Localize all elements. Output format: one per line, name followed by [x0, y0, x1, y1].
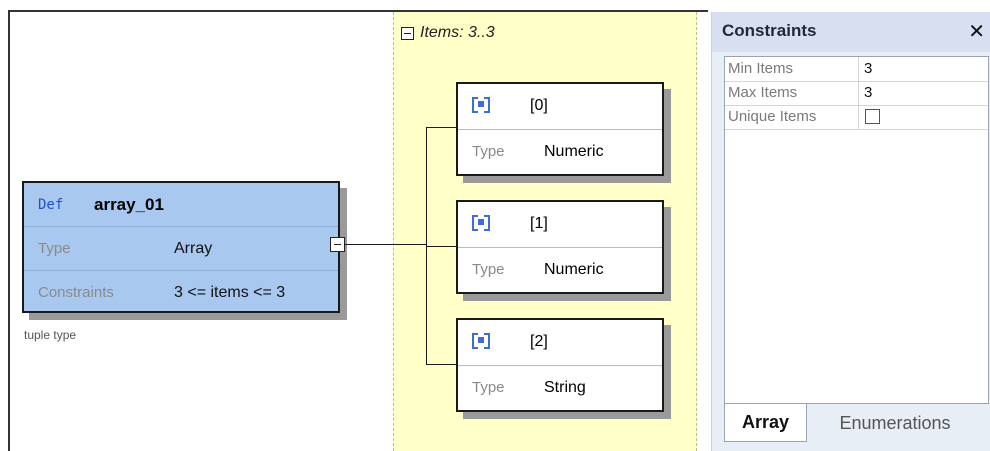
- definition-name: array_01: [94, 194, 164, 214]
- panel-title: Constraints: [722, 21, 817, 40]
- item-box[interactable]: [0] Type Numeric: [456, 82, 664, 176]
- unique-items-checkbox[interactable]: [865, 109, 880, 124]
- definition-constraints-label: Constraints: [38, 284, 114, 301]
- item-type-label: Type: [472, 261, 505, 278]
- definition-type-row: Type Array: [24, 226, 338, 270]
- property-name: Max Items: [728, 84, 798, 101]
- item-type-value: Numeric: [544, 261, 604, 278]
- items-group-header: Items: 3..3: [401, 24, 495, 42]
- collapse-icon[interactable]: [330, 237, 345, 252]
- connector-line: [426, 246, 456, 247]
- definition-type-value: Array: [174, 239, 213, 257]
- item-type-value: Numeric: [544, 143, 604, 160]
- column-divider: [858, 105, 859, 129]
- item-type-label: Type: [472, 379, 505, 396]
- max-items-field[interactable]: 3: [864, 84, 873, 101]
- definition-type-label: Type: [38, 240, 71, 257]
- diagram-canvas: Items: 3..3 Def array_01 Type Array Cons…: [8, 10, 708, 451]
- item-header: [2]: [458, 320, 662, 366]
- item-type-label: Type: [472, 143, 505, 160]
- panel-header: Constraints ✕: [712, 12, 990, 52]
- canvas-border-top: [8, 10, 708, 12]
- column-divider: [858, 57, 859, 81]
- item-type-row: Type String: [458, 366, 662, 410]
- items-group-label: Items: 3..3: [420, 24, 495, 41]
- min-items-field[interactable]: 3: [864, 60, 873, 77]
- tab-array[interactable]: Array: [724, 404, 807, 442]
- item-index: [2]: [530, 333, 548, 350]
- definition-box[interactable]: Def array_01 Type Array Constraints 3 <=…: [22, 181, 340, 313]
- array-item-icon: [472, 97, 490, 113]
- item-index: [1]: [530, 215, 548, 232]
- property-name: Min Items: [728, 60, 794, 77]
- item-type-row: Type Numeric: [458, 130, 662, 174]
- item-header: [0]: [458, 84, 662, 130]
- item-type-value: String: [544, 379, 586, 396]
- property-row: Max Items 3: [725, 81, 988, 106]
- canvas-border-left: [8, 10, 10, 451]
- panel-tabs: Array Enumerations: [724, 404, 990, 451]
- definition-constraints-row: Constraints 3 <= items <= 3: [24, 270, 338, 314]
- collapse-icon[interactable]: [401, 26, 414, 40]
- definition-constraints-value: 3 <= items <= 3: [174, 283, 286, 301]
- connector-line: [426, 127, 456, 128]
- properties-grid: Min Items 3 Max Items 3 Unique Items: [724, 56, 989, 404]
- definition-header: Def array_01: [24, 183, 338, 226]
- constraints-panel: Constraints ✕ Min Items 3 Max Items 3 Un…: [711, 12, 990, 451]
- tab-enumerations[interactable]: Enumerations: [839, 412, 951, 433]
- connector-line: [426, 364, 456, 365]
- property-row: Min Items 3: [725, 57, 988, 82]
- item-header: [1]: [458, 202, 662, 248]
- property-name: Unique Items: [728, 108, 817, 125]
- column-divider: [858, 81, 859, 105]
- item-index: [0]: [530, 97, 548, 114]
- close-icon[interactable]: ✕: [968, 21, 985, 43]
- definition-keyword: Def: [38, 196, 64, 213]
- array-item-icon: [472, 333, 490, 349]
- array-item-icon: [472, 215, 490, 231]
- item-box[interactable]: [1] Type Numeric: [456, 200, 664, 294]
- property-row: Unique Items: [725, 105, 988, 130]
- connector-line: [345, 244, 427, 245]
- item-box[interactable]: [2] Type String: [456, 318, 664, 412]
- definition-note: tuple type: [24, 328, 77, 342]
- item-type-row: Type Numeric: [458, 248, 662, 292]
